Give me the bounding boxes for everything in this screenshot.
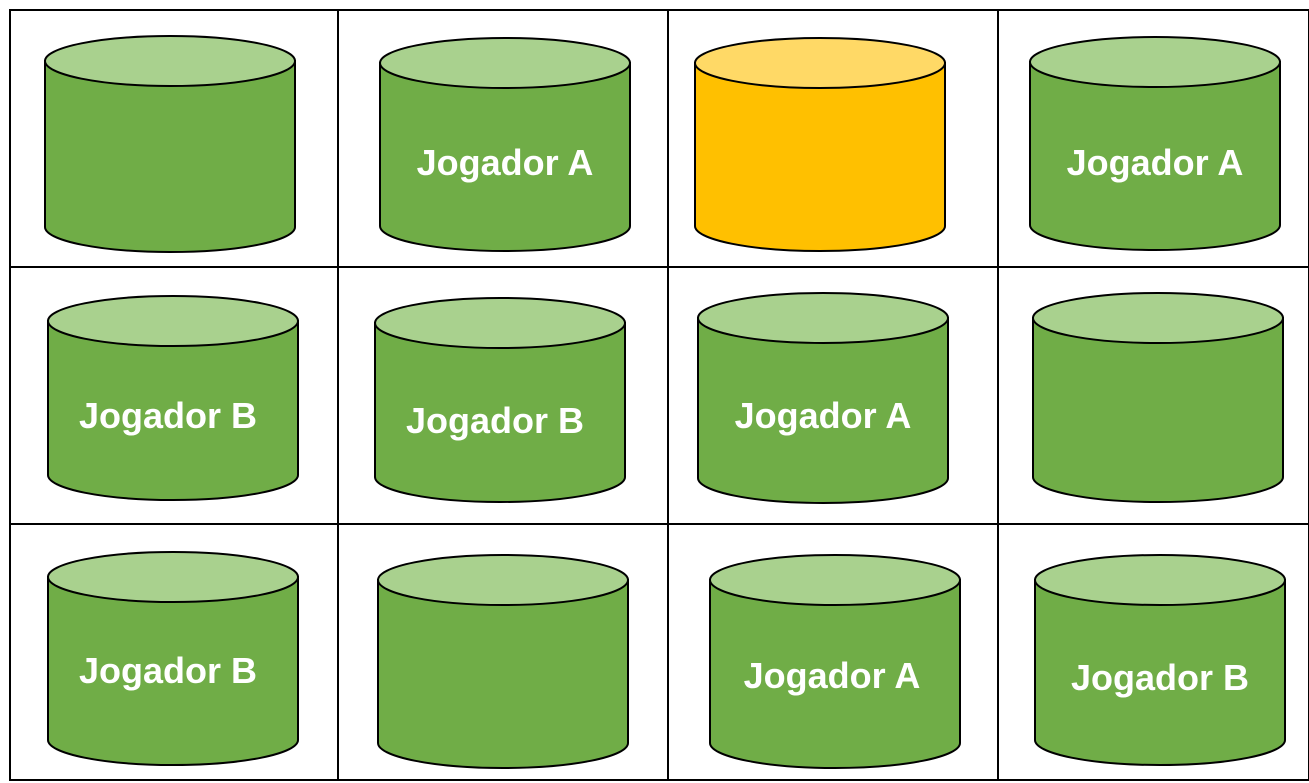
cylinder-top	[1032, 292, 1284, 344]
cell-label: Jogador A	[744, 655, 921, 696]
cylinder-top	[47, 295, 299, 347]
cylinder-body	[1032, 317, 1284, 503]
board-cell[interactable]: Jogador A	[1029, 36, 1281, 251]
cell-label: Jogador A	[1067, 142, 1244, 183]
board-cell[interactable]	[377, 554, 629, 769]
board-cell[interactable]	[694, 37, 946, 252]
cell-label: Jogador B	[79, 395, 257, 436]
cylinder-body	[47, 320, 299, 501]
board-border	[9, 9, 1309, 781]
cylinder-body	[379, 62, 631, 252]
cylinder-top	[1034, 554, 1286, 606]
cylinder-body	[47, 576, 299, 766]
board-cell[interactable]	[44, 35, 296, 253]
board-cell[interactable]: Jogador A	[379, 37, 631, 252]
cell-label: Jogador A	[735, 395, 912, 436]
cylinder-body	[697, 317, 949, 504]
board-cell[interactable]: Jogador B	[47, 551, 299, 766]
cylinder-top	[374, 297, 626, 349]
board-cell[interactable]: Jogador B	[1034, 554, 1286, 766]
cell-label: Jogador B	[1071, 657, 1249, 698]
board-cell[interactable]	[1032, 292, 1284, 503]
cell-label: Jogador B	[406, 400, 584, 441]
board-cell[interactable]: Jogador A	[709, 554, 961, 769]
cylinder-body	[694, 62, 946, 252]
cylinder-top	[694, 37, 946, 89]
cylinder-top	[379, 37, 631, 89]
cylinder-body	[44, 60, 296, 253]
cell-label: Jogador A	[417, 142, 594, 183]
cylinder-top	[377, 554, 629, 606]
cylinder-top	[47, 551, 299, 603]
board-cell[interactable]: Jogador B	[47, 295, 299, 501]
cylinder-body	[1029, 61, 1281, 251]
cylinder-top	[1029, 36, 1281, 88]
cylinder-body	[709, 579, 961, 769]
board-cell[interactable]: Jogador A	[697, 292, 949, 504]
board-cell[interactable]: Jogador B	[374, 297, 626, 503]
cylinder-body	[1034, 579, 1286, 766]
cylinder-top	[709, 554, 961, 606]
cylinder-body	[374, 322, 626, 503]
cylinder-top	[44, 35, 296, 87]
board-grid	[9, 9, 1309, 781]
cylinder-top	[697, 292, 949, 344]
cell-label: Jogador B	[79, 650, 257, 691]
cylinder-body	[377, 579, 629, 769]
